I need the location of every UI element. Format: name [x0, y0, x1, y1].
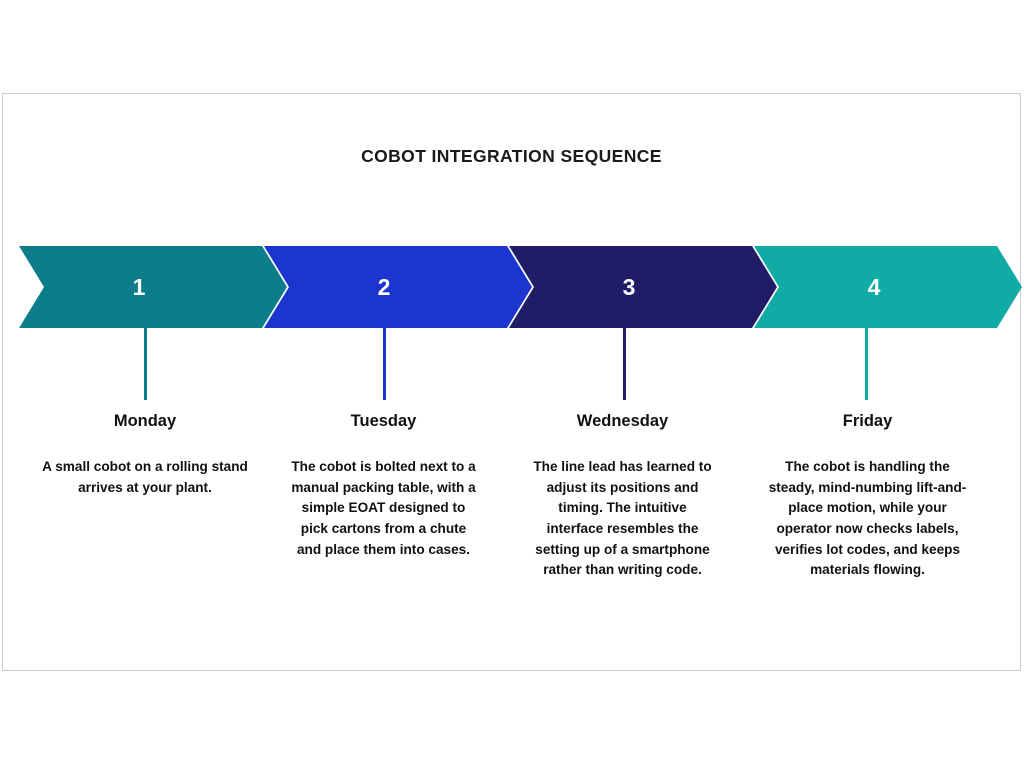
- chevron-step-4-number: 4: [867, 273, 881, 300]
- chevron-step-3-number: 3: [622, 273, 636, 300]
- step-column-3: Wednesday The line lead has learned to a…: [516, 412, 729, 581]
- chevron-step-2-number: 2: [377, 273, 391, 300]
- step-column-2: Tuesday The cobot is bolted next to a ma…: [276, 412, 491, 560]
- chevron-step-3[interactable]: 3: [509, 246, 777, 328]
- chevron-step-4[interactable]: 4: [754, 246, 1022, 328]
- chevron-step-1-number: 1: [132, 273, 146, 300]
- step-3-day-label: Wednesday: [576, 412, 669, 430]
- step-column-1: Monday A small cobot on a rolling stand …: [30, 412, 260, 498]
- connector-line-4: [865, 328, 868, 400]
- step-1-description: A small cobot on a rolling stand arrives…: [42, 459, 248, 495]
- step-1-day-label: Monday: [113, 412, 177, 430]
- page-title: COBOT INTEGRATION SEQUENCE: [361, 146, 662, 166]
- slide-frame: COBOT INTEGRATION SEQUENCE 1 2 3 4 Monda…: [2, 93, 1022, 671]
- step-2-day-label: Tuesday: [350, 412, 417, 430]
- chevron-step-1[interactable]: 1: [19, 246, 287, 328]
- step-4-day-label: Friday: [842, 412, 893, 430]
- connector-line-1: [144, 328, 147, 400]
- connector-line-2: [383, 328, 386, 400]
- step-column-4: Friday The cobot is handling the steady,…: [758, 412, 977, 581]
- chevron-step-2[interactable]: 2: [264, 246, 532, 328]
- step-4-description: The cobot is handling the steady, mind-n…: [768, 459, 967, 578]
- step-3-description: The line lead has learned to adjust its …: [533, 459, 712, 578]
- step-2-description: The cobot is bolted next to a manual pac…: [291, 459, 476, 557]
- chevron-process-band: 1 2 3 4: [19, 246, 1022, 328]
- connector-line-3: [623, 328, 626, 400]
